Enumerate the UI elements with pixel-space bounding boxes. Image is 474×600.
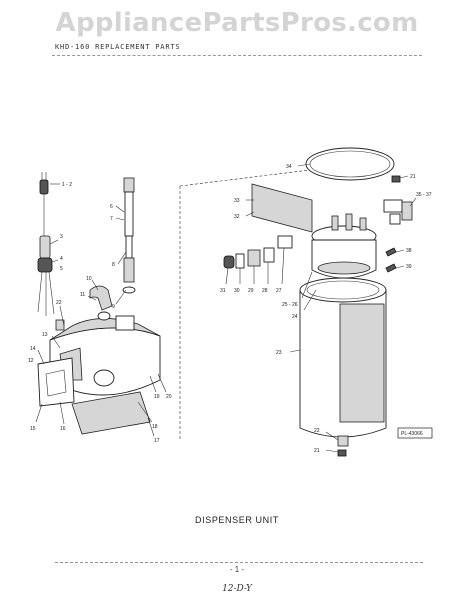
callout-18: 18 xyxy=(152,424,158,430)
callout-35-37: 35 - 37 xyxy=(416,192,432,198)
callout-33: 33 xyxy=(234,198,240,204)
callout-8: 8 xyxy=(112,262,115,268)
filter-basket xyxy=(311,239,377,279)
page-header: KHD-160 REPLACEMENT PARTS xyxy=(55,43,181,51)
front-cover-plate xyxy=(37,357,75,407)
callout-30: 30 xyxy=(234,288,240,294)
callout-14: 14 xyxy=(30,346,36,352)
callout-17: 17 xyxy=(154,438,160,444)
diagram-caption: DISPENSER UNIT xyxy=(195,515,279,525)
callout-38: 38 xyxy=(406,248,412,254)
drain-fitting xyxy=(337,435,349,447)
callout-31: 31 xyxy=(220,288,226,294)
switch-parts xyxy=(223,235,293,269)
screw-part-39 xyxy=(385,263,397,273)
callout-29: 29 xyxy=(248,288,254,294)
callout-21-bottom: 21 xyxy=(314,448,320,454)
callout-23: 23 xyxy=(276,350,282,356)
footer-rule xyxy=(55,562,423,563)
callout-11: 11 xyxy=(80,292,85,298)
screw-part-21 xyxy=(391,175,401,183)
callout-7: 7 xyxy=(110,216,113,222)
callout-24: 24 xyxy=(292,314,298,320)
assembly-boundary xyxy=(179,169,311,440)
watermark-logo: AppliancePartsPros.com xyxy=(55,8,419,38)
plate-id: PL-43066 xyxy=(401,431,423,437)
callout-16: 16 xyxy=(60,426,66,432)
callout-13: 13 xyxy=(42,332,48,338)
screw-part-38 xyxy=(385,247,397,257)
callout-32: 32 xyxy=(234,214,240,220)
power-plug xyxy=(39,172,49,236)
callout-12: 12 xyxy=(28,358,34,364)
callout-39: 39 xyxy=(406,264,412,270)
exploded-parts-diagram: 1 - 2 3 4 5 22 6 7 8 9 10 11 13 14 12 15… xyxy=(28,147,433,457)
callout-15: 15 xyxy=(30,426,36,432)
header-rule xyxy=(52,55,422,56)
water-tank xyxy=(299,277,387,438)
callout-3: 3 xyxy=(60,234,63,240)
label-bracket xyxy=(251,183,313,233)
tank-lid xyxy=(305,147,395,181)
callout-10: 10 xyxy=(86,276,92,282)
callout-19: 19 xyxy=(154,394,160,400)
callout-4: 4 xyxy=(60,256,63,262)
heater-tube xyxy=(122,177,136,294)
drip-tray xyxy=(71,391,151,435)
page-number: - 1 - xyxy=(229,565,245,574)
callout-21-top: 21 xyxy=(410,174,416,180)
callout-5: 5 xyxy=(60,266,63,272)
handwritten-note: 12-D-Y xyxy=(222,584,252,594)
callout-27: 27 xyxy=(276,288,282,294)
callout-22-right: 22 xyxy=(314,428,320,434)
callout-25-26: 25 - 26 xyxy=(282,302,298,308)
elbow-fitting xyxy=(89,285,113,311)
callout-9: 9 xyxy=(112,304,115,310)
plate-id-box xyxy=(397,427,433,439)
callout-22: 22 xyxy=(56,300,62,306)
dispenser-housing xyxy=(49,311,161,396)
thermostat-assembly xyxy=(383,199,413,225)
callout-34: 34 xyxy=(286,164,292,170)
cord-strain-relief xyxy=(37,235,55,316)
callout-28: 28 xyxy=(262,288,268,294)
drain-screw xyxy=(337,449,347,457)
callout-20: 20 xyxy=(166,394,172,400)
callout-1-2: 1 - 2 xyxy=(62,182,72,188)
callout-6: 6 xyxy=(110,204,113,210)
